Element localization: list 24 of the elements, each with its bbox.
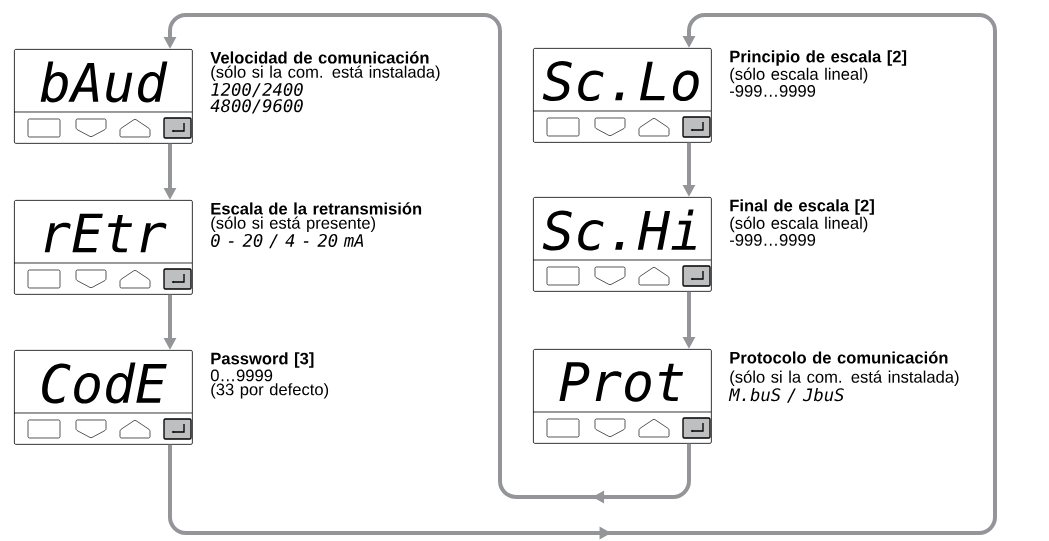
description-text: (sólo escala lineal)	[730, 67, 868, 84]
display-readout: Sc.Hi	[542, 209, 696, 251]
description-text: (sólo si está presente)	[211, 216, 376, 233]
heading-text: Principio de escala [2]	[730, 50, 907, 66]
value-readout: M.buS / JbuS	[728, 387, 844, 403]
description-text: 0…9999	[210, 369, 273, 382]
heading-text: Velocidad de comunicación	[210, 51, 429, 64]
value-readout: 1200/2400	[211, 82, 303, 98]
display-readout: bAud	[40, 61, 168, 103]
heading-text: Password [3]	[211, 352, 314, 368]
description-text: -999…9999	[730, 234, 816, 246]
description-text: -999…9999	[730, 85, 816, 97]
heading-text: Escala de la retransmisión	[211, 202, 422, 215]
display-readout: Prot	[559, 362, 684, 402]
value-readout: 4800/9600	[210, 99, 303, 114]
display-readout: rEtr	[44, 213, 167, 253]
description-text: (sólo si la com. está instalada)	[211, 65, 440, 82]
description-text: Protocolo de comunicación (sólo si la com. está instalada)	[730, 351, 959, 387]
value-readout: 0 - 20 / 4 - 20 mA	[211, 233, 364, 249]
heading-text: Final de escala [2]	[730, 199, 874, 215]
description-text: (sólo escala lineal)	[730, 216, 868, 233]
display-readout: Sc.Lo	[542, 60, 699, 102]
display-readout: CodE	[42, 362, 167, 404]
description-text: (33 por defecto)	[211, 383, 329, 399]
